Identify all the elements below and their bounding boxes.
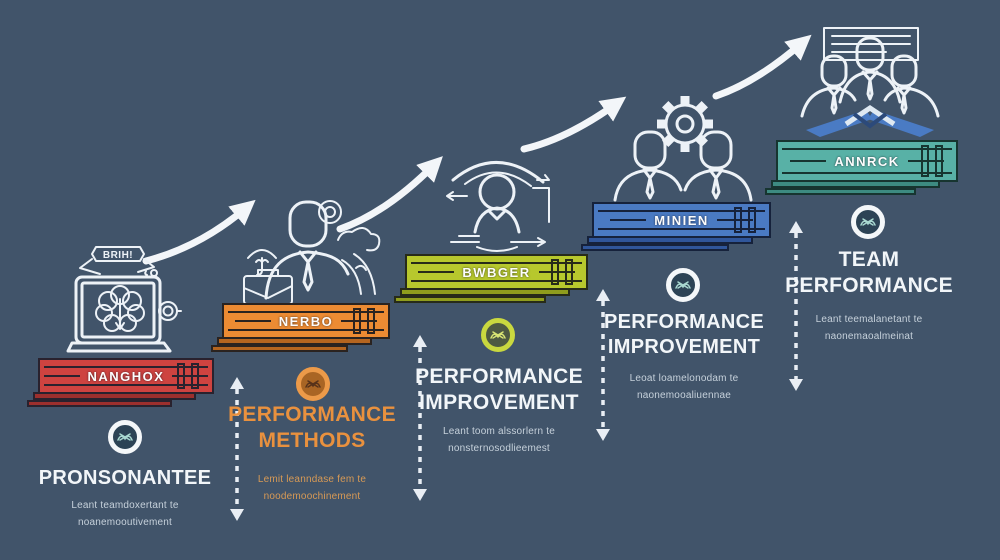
banner-layer <box>394 296 546 303</box>
step-5-title: TEAM PERFORMANCE <box>773 247 965 299</box>
label-rule <box>234 320 271 322</box>
banner-line <box>228 329 384 331</box>
banner-layer <box>27 400 172 407</box>
step-2-caption: Lemit leanndase fem te noodemoochinement <box>218 471 406 505</box>
step-2-title: PERFORMANCE METHODS <box>218 402 406 454</box>
arrowhead-down-icon <box>596 429 610 441</box>
step-1-caption: Leant teamdoxertant te noanemooutivement <box>8 497 242 531</box>
caption-line: noanemooutivement <box>77 517 172 528</box>
banner-line <box>782 172 952 174</box>
ascending-arrow-3 <box>520 96 627 153</box>
arrowhead-up-icon <box>413 335 427 347</box>
banner-line <box>228 311 384 313</box>
banner-layer <box>765 188 916 195</box>
title-line: METHODS <box>258 429 366 453</box>
label-rule <box>538 271 575 273</box>
title-line: PRONSONANTEE <box>38 467 212 489</box>
caption-line: nonsternosodlieemest <box>448 443 550 454</box>
banner-line <box>411 280 582 282</box>
title-line: PERFORMANCE <box>604 311 764 333</box>
caption-line: Leoat loamelonodam te <box>629 373 739 384</box>
step-4-banner: MINIEN <box>581 202 771 251</box>
step-3-caption: Leant toom alssorlern te nonsternosodlie… <box>400 423 598 457</box>
label-rule <box>907 160 944 162</box>
banner-layer <box>400 288 570 296</box>
label-rule <box>172 375 209 377</box>
step-5-banner: ANNRCK <box>765 140 958 195</box>
banner-line <box>598 228 765 230</box>
label-rule <box>43 375 80 377</box>
podium-chevron <box>846 108 894 124</box>
title-line: PERFORMANCE <box>415 365 583 388</box>
title-line: IMPROVEMENT <box>419 391 579 415</box>
title-line: PERFORMANCE <box>785 274 953 298</box>
step-5-badge-icon <box>851 205 885 239</box>
team-podium-icon <box>788 26 950 142</box>
banner-layer <box>587 236 753 244</box>
caption-line: Leant teemalanetant te <box>815 314 923 325</box>
step-2-badge-icon <box>296 367 330 401</box>
step-2-banner: NERBO <box>211 303 390 352</box>
banner-line <box>782 148 952 150</box>
caption-line: Lemit leanndase fem te <box>257 474 367 485</box>
arrowhead-down-icon <box>789 379 803 391</box>
banner-layer <box>581 244 729 251</box>
banner-layer <box>217 337 372 345</box>
label-rule <box>610 219 647 221</box>
banner-line <box>598 210 765 212</box>
caption-line: noodemoochinement <box>263 491 361 502</box>
caption-line: naonemooaliuennae <box>636 390 732 401</box>
person-360-icon <box>425 150 570 255</box>
banner-line <box>411 262 582 264</box>
arrowhead-up-icon <box>230 377 244 389</box>
step-1-banner: NANGHOX <box>27 358 214 407</box>
step-4-title: PERFORMANCE IMPROVEMENT <box>588 310 780 360</box>
step-1-badge-icon <box>108 420 142 454</box>
arrowhead-down-icon <box>413 489 427 501</box>
caption-line: Leant teamdoxertant te <box>71 500 179 511</box>
banner-layer <box>771 180 940 188</box>
step-3-badge-icon <box>481 318 515 352</box>
arrowhead-up-icon <box>789 221 803 233</box>
step-1-banner-label: NANGHOX <box>87 368 165 384</box>
banner-line <box>44 384 208 386</box>
businessman-outlook-icon <box>238 196 388 306</box>
brain-computer-icon: BRIH! <box>62 243 182 361</box>
title-line: TEAM <box>838 248 900 271</box>
step-2-banner-label: NERBO <box>278 313 334 329</box>
label-rule <box>790 160 827 162</box>
step-3-banner: BWBGER <box>394 254 588 303</box>
caption-line: naonemaoalmeinat <box>824 331 914 342</box>
caption-line: Leant toom alssorlern te <box>442 426 556 437</box>
label-rule <box>418 271 455 273</box>
banner-layer <box>211 345 348 352</box>
step-4-banner-label: MINIEN <box>654 212 709 228</box>
title-line: IMPROVEMENT <box>607 335 761 358</box>
svg-text:BRIH!: BRIH! <box>103 250 133 261</box>
arrowhead-up-icon <box>596 289 610 301</box>
step-4-caption: Leoat loamelonodam te naonemooaliuennae <box>588 370 780 404</box>
step-1-title: PRONSONANTEE <box>8 466 242 491</box>
step-5-banner-label: ANNRCK <box>834 153 900 169</box>
step-5-caption: Leant teemalanetant te naonemaoalmeinat <box>773 311 965 345</box>
step-3-banner-label: BWBGER <box>462 264 531 280</box>
title-line: PERFORMANCE <box>228 403 396 426</box>
team-gear-icon <box>607 92 759 204</box>
step-3-title: PERFORMANCE IMPROVEMENT <box>400 364 598 416</box>
label-rule <box>341 320 378 322</box>
banner-layer <box>33 392 196 400</box>
banner-line <box>44 366 208 368</box>
label-rule <box>716 219 753 221</box>
step-4-badge-icon <box>666 268 700 302</box>
